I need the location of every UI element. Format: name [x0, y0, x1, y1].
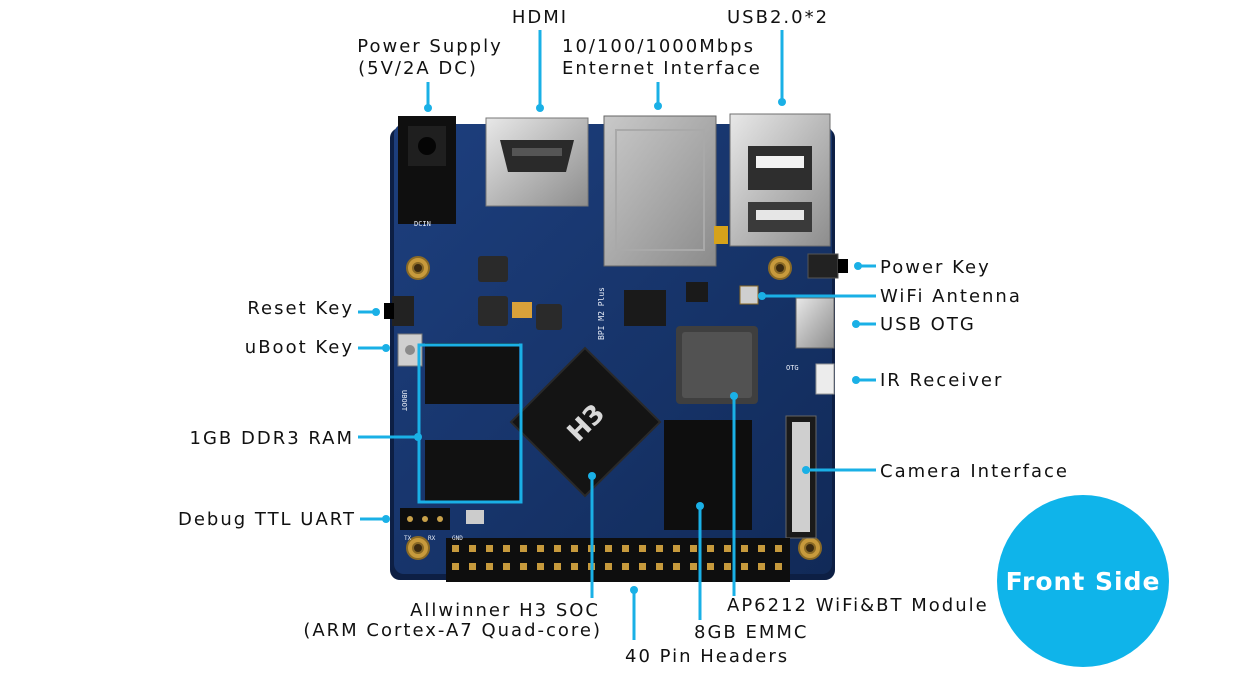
label-usb: USB2.0*2 [727, 7, 830, 28]
silk-board-name: BPI M2 Plus [597, 287, 606, 340]
header-pin [656, 545, 663, 552]
front-side-text: Front Side [1005, 566, 1161, 596]
label-ethernet-1: 10/100/1000Mbps [562, 36, 755, 57]
header-pin [605, 545, 612, 552]
mounting-holes [406, 256, 822, 560]
silk-gnd: GND [452, 535, 463, 542]
header-pin [639, 545, 646, 552]
header-pin [486, 563, 493, 570]
silk-otg: OTG [786, 364, 799, 372]
label-ethernet-2: Enternet Interface [562, 58, 762, 79]
header-pin [503, 545, 510, 552]
camera-connector [785, 415, 817, 539]
wifi-module [676, 326, 758, 404]
header-pin [656, 563, 663, 570]
label-power-supply-1: Power Supply [357, 36, 503, 57]
ir-receiver [815, 363, 835, 395]
label-reset-key: Reset Key [247, 298, 354, 319]
header-pin [758, 563, 765, 570]
dc-jack [398, 116, 456, 224]
header-pin [520, 563, 527, 570]
header-pin [571, 545, 578, 552]
emmc-chip [664, 420, 752, 530]
inductors [478, 256, 708, 330]
label-power-key: Power Key [880, 257, 991, 278]
header-pin [622, 563, 629, 570]
label-power-supply-2: (5V/2A DC) [358, 58, 478, 79]
usb-otg-port [795, 297, 835, 349]
label-usb-otg: USB OTG [880, 314, 976, 335]
header-pin [554, 563, 561, 570]
header-pin [605, 563, 612, 570]
front-side-badge: Front Side [997, 495, 1169, 667]
header-pin [639, 563, 646, 570]
header-pin [469, 545, 476, 552]
header-pin [503, 563, 510, 570]
header-pin [571, 563, 578, 570]
ethernet-jack [603, 115, 728, 267]
header-pin [724, 545, 731, 552]
pin-header-40 [446, 538, 790, 582]
header-pin [690, 563, 697, 570]
header-pin [486, 545, 493, 552]
label-wifi-antenna: WiFi Antenna [880, 286, 1022, 307]
header-pin [622, 545, 629, 552]
header-pin [554, 545, 561, 552]
label-hdmi: HDMI [511, 7, 569, 28]
label-camera: Camera Interface [880, 461, 1069, 482]
header-pin [537, 563, 544, 570]
label-wifi-module: AP6212 WiFi&BT Module [727, 595, 989, 616]
label-uboot-key: uBoot Key [244, 337, 354, 358]
header-pin [741, 563, 748, 570]
antenna-connector [739, 285, 759, 305]
header-pin [741, 545, 748, 552]
label-soc-2: (ARM Cortex-A7 Quad-core) [303, 620, 602, 641]
silkscreen: DCIN BPI M2 Plus OTG UBOOT GND RX TX [400, 220, 799, 542]
callout-lines [358, 30, 876, 640]
label-soc-1: Allwinner H3 SOC [410, 600, 600, 621]
usb-ports [729, 113, 831, 247]
silk-rx: RX [428, 535, 436, 542]
h3-soc [509, 346, 662, 498]
ram-chips [425, 343, 519, 501]
header-pin [690, 545, 697, 552]
header-pin [724, 563, 731, 570]
header-pin [673, 545, 680, 552]
hdmi-connector [485, 117, 589, 207]
header-pin [469, 563, 476, 570]
header-pin [758, 545, 765, 552]
header-pin [707, 545, 714, 552]
label-ir-receiver: IR Receiver [880, 370, 1004, 391]
header-pin [775, 563, 782, 570]
silk-tx: TX [404, 535, 412, 542]
silk-dcin: DCIN [414, 220, 431, 228]
label-pin-headers: 40 Pin Headers [625, 646, 790, 667]
label-ram: 1GB DDR3 RAM [189, 428, 354, 449]
label-emmc: 8GB EMMC [694, 622, 809, 643]
header-pin [452, 545, 459, 552]
header-pin [707, 563, 714, 570]
reset-key [384, 296, 414, 326]
header-pin [452, 563, 459, 570]
header-pin [537, 545, 544, 552]
label-uart: Debug TTL UART [177, 509, 356, 530]
header-pin [673, 563, 680, 570]
silk-uboot: UBOOT [400, 390, 408, 412]
header-pin [520, 545, 527, 552]
ram-highlight-box [417, 343, 523, 504]
header-pin [775, 545, 782, 552]
uart-header [400, 508, 484, 530]
power-key [807, 253, 848, 279]
